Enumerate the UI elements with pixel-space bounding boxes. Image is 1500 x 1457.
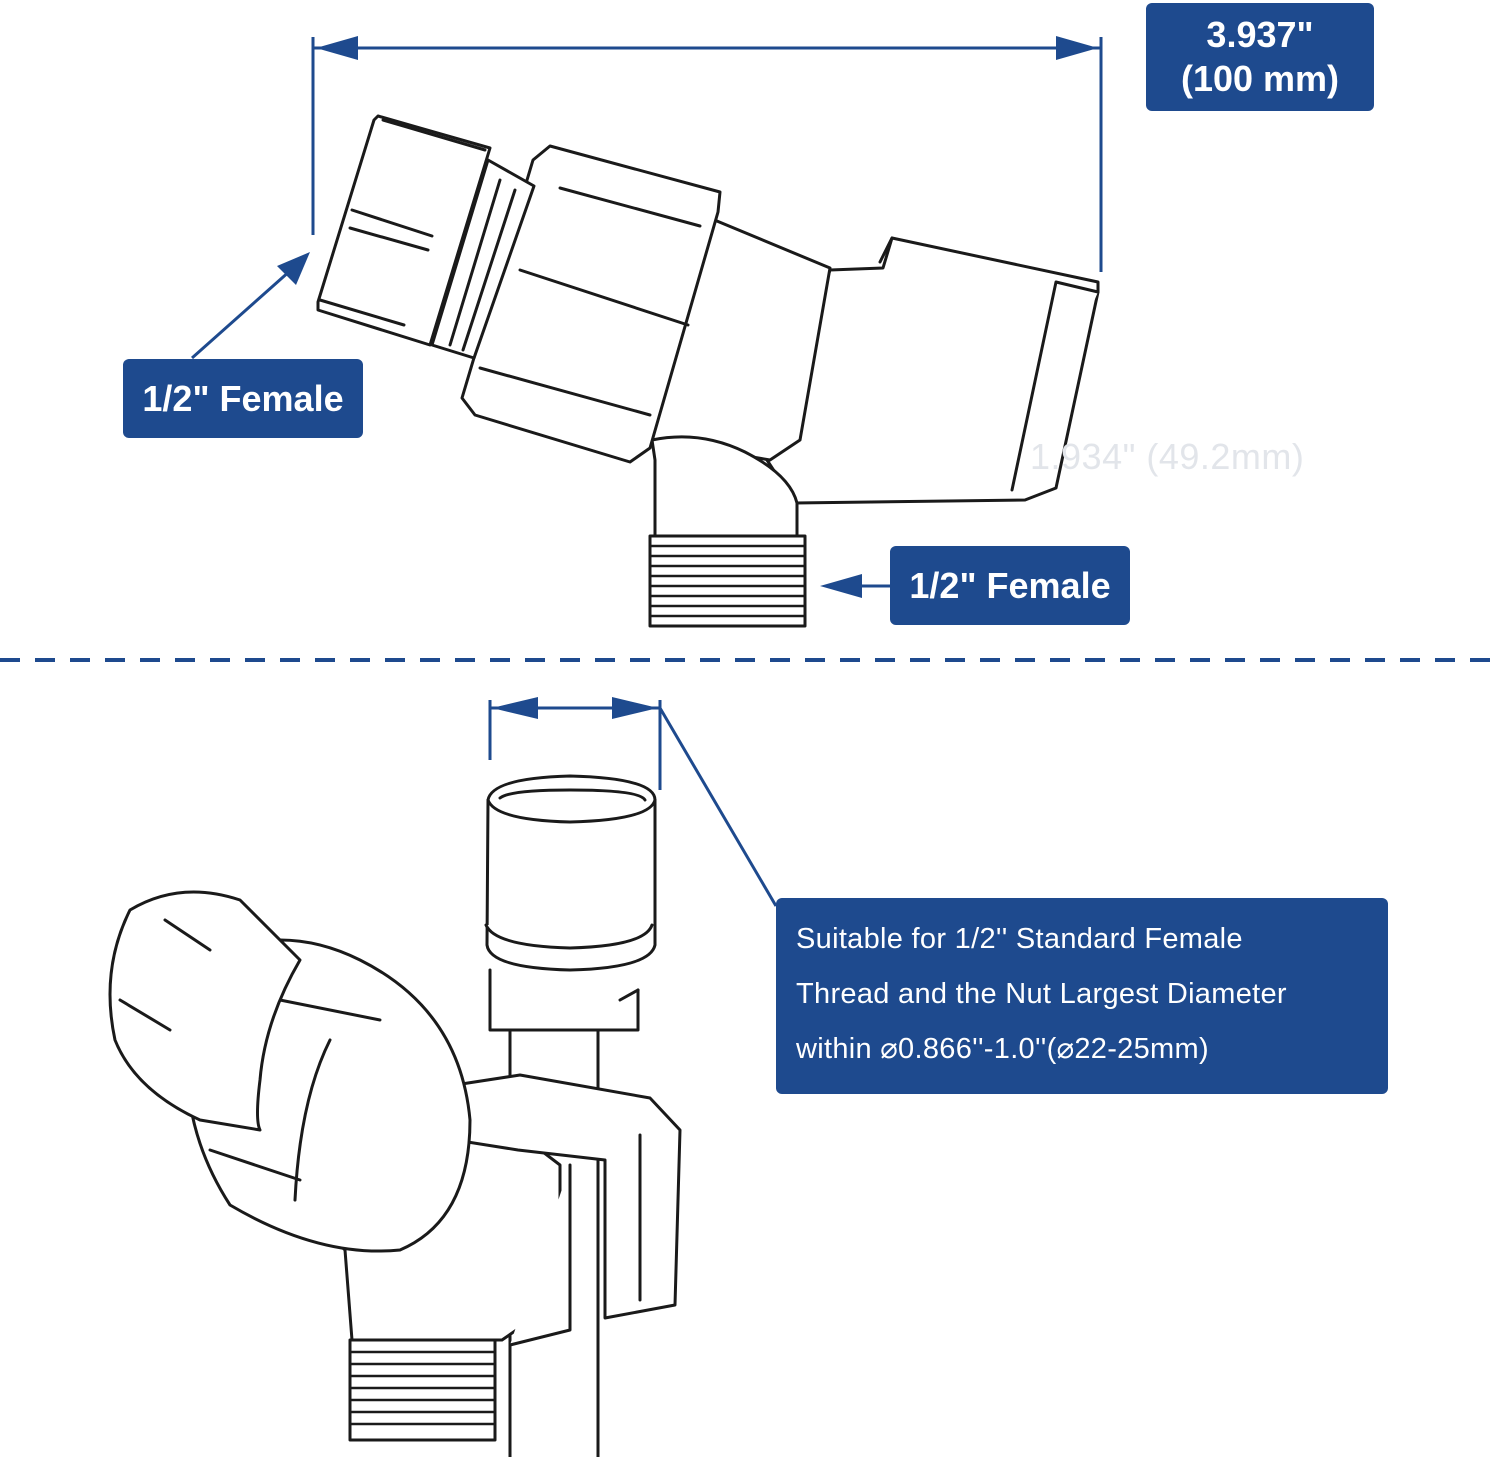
length-dimension (311, 36, 1103, 272)
overall-length-label: 3.937" (100 mm) (1146, 3, 1374, 111)
inlet-callout-arrow (191, 260, 301, 360)
diameter-dimension (488, 697, 778, 907)
outlet-thread-label: 1/2" Female (890, 546, 1130, 625)
inlet-callout-arrowhead (277, 252, 310, 285)
adapter-side-view (316, 114, 1100, 628)
compatibility-line-1: Suitable for 1/2'' Standard Female (796, 923, 1243, 955)
faint-height-dimension: 1.934" (49.2mm) (1030, 436, 1305, 477)
inlet-thread-label: 1/2" Female (123, 359, 363, 438)
overall-length-mm: (100 mm) (1180, 58, 1340, 99)
overall-length-inches: 3.937" (1206, 14, 1314, 55)
compatibility-line-3: within ⌀0.866''-1.0''(⌀22-25mm) (796, 1033, 1209, 1065)
adapter-installed-view (108, 774, 682, 1457)
compatibility-line-2: Thread and the Nut Largest Diameter (796, 978, 1287, 1010)
compatibility-note: Suitable for 1/2'' Standard Female Threa… (776, 898, 1388, 1094)
outlet-callout-arrowhead (820, 574, 862, 598)
